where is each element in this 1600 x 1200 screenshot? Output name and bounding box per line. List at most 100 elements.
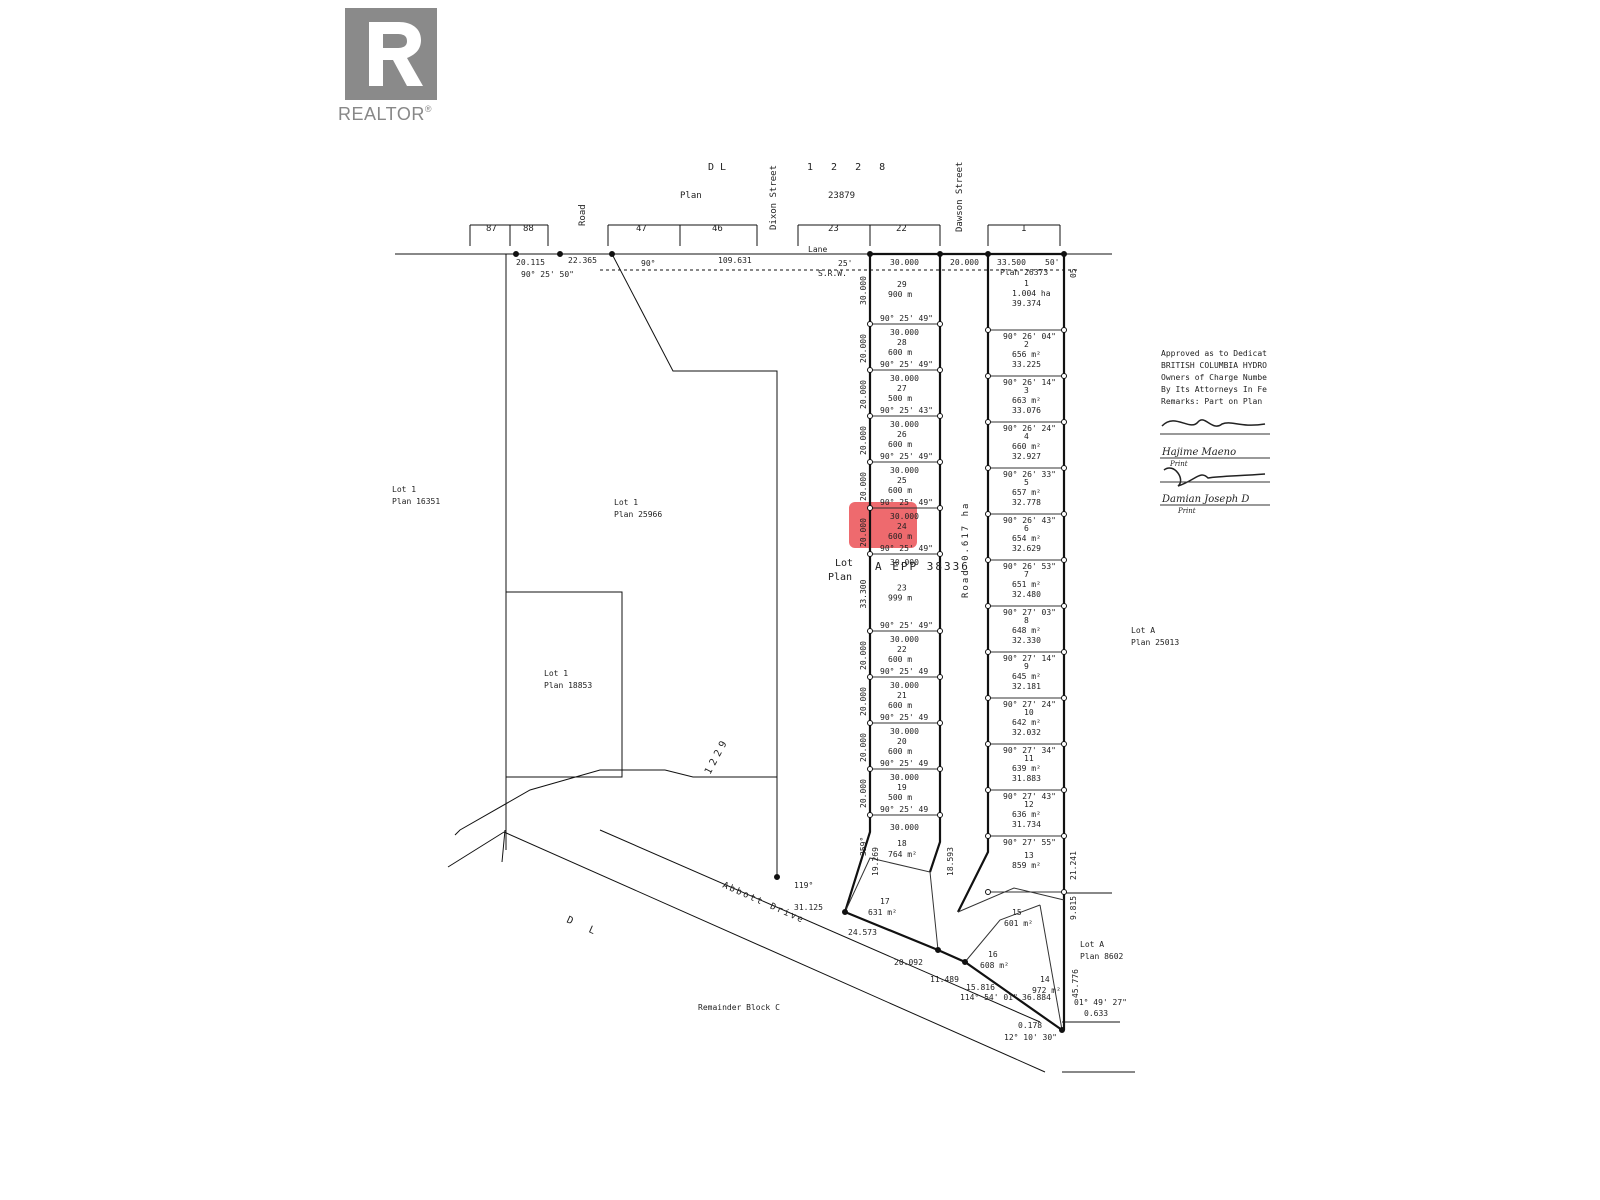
survey-node [867,674,873,680]
approval-line-5: Remarks: Part on Plan [1161,397,1262,406]
survey-node [937,251,943,257]
lot-3-number: 3 [1024,386,1029,395]
lot-29-number: 29 [897,280,907,289]
lot-18-number: 18 [897,839,907,848]
lot-28-side: 20.000 [859,334,868,363]
dl-bottom: D L [565,915,602,940]
lot-26-number: 26 [897,430,907,439]
lot-11-number: 11 [1024,754,1034,763]
dim-0633: 0.633 [1084,1009,1108,1018]
dim-109631: 109.631 [718,256,752,265]
dim-31125: 31.125 [794,903,823,912]
lot-12-depth: 31.734 [1012,820,1041,829]
lot-1-depth: 39.374 [1012,299,1041,308]
lot-a-8602-b: Plan 8602 [1080,952,1124,961]
lot-18-area: 764 m² [888,850,917,859]
survey-node [937,551,943,557]
lot-6-number: 6 [1024,524,1029,533]
lot-12-number: 12 [1024,800,1034,809]
lot-2-number: 2 [1024,340,1029,349]
signature-1-icon [1161,419,1266,427]
lot-3-area: 663 m² [1012,396,1041,405]
lot-19-area: 500 m [888,793,912,802]
lot-9-depth: 32.181 [1012,682,1041,691]
survey-node [937,766,943,772]
survey-node [1061,833,1067,839]
survey-node [867,505,873,511]
dl-1229: 1229 [703,736,732,777]
lot-8-area: 648 m² [1012,626,1041,635]
lot-27-number: 27 [897,384,907,393]
survey-node [985,889,991,895]
survey-node [867,413,873,419]
lot-9-angle: 90° 27' 24" [1003,700,1056,709]
lot-7-depth: 32.480 [1012,590,1041,599]
survey-node [1061,373,1067,379]
lot-4-angle: 90° 26' 33" [1003,470,1056,479]
lot-19-side: 20.000 [859,779,868,808]
dawson-street-label: Dawson Street [955,162,965,232]
approval-line-1: Approved as to Dedicat [1161,349,1267,358]
survey-node [1061,251,1067,257]
subdivision-boundary [843,252,1066,1031]
approval-line-4: By Its Attorneys In Fe [1161,385,1267,394]
lot-3-angle: 90° 26' 24" [1003,424,1056,433]
lot-plan-b: Plan [828,572,852,583]
lot-22-side: 20.000 [859,641,868,670]
lot-20-top: 30.000 [890,727,919,736]
survey-node [1061,741,1067,747]
realtor-logo-text: REALTOR® [338,104,432,124]
remainder-block-c: Remainder Block C [698,1003,780,1012]
highlighted-lot-24 [849,502,917,548]
lot-7-number: 7 [1024,570,1029,579]
plan-number: 23879 [828,191,855,201]
survey-node [1061,465,1067,471]
lot1-16351-a: Lot 1 [392,485,416,494]
lot-8-depth: 32.330 [1012,636,1041,645]
survey-node [985,557,991,563]
lot-a-8602-a: Lot A [1080,940,1104,949]
lot-29-side: 30.000 [859,276,868,305]
lot-17-line [844,857,939,951]
lot-23-side: 33.300 [859,579,868,608]
lot-12-angle: 90° 27' 55" [1003,838,1056,847]
lot-15-number: 15 [1012,908,1022,917]
lot-15-line [957,887,1065,913]
dim-20115: 20.115 [516,258,545,267]
lot-2-angle: 90° 26' 14" [1003,378,1056,387]
plan-label: Plan [680,191,702,201]
lot1-18853-a: Lot 1 [544,669,568,678]
lot-5-number: 5 [1024,478,1029,487]
survey-node [937,628,943,634]
dim-114: 114° 54' 01" [960,993,1018,1002]
lot-26-angle: 90° 25' 49" [880,452,933,461]
approval-line-2: BRITISH COLUMBIA HYDRO [1161,361,1267,370]
lot-14-area: 972 m² [1032,986,1061,995]
lot-8-number: 8 [1024,616,1029,625]
lot-25-number: 25 [897,476,907,485]
survey-node [937,812,943,818]
lot-5-angle: 90° 26' 43" [1003,516,1056,525]
dim-9815: 9.815 [1069,896,1078,920]
lot-22-top: 22 [896,224,907,234]
lot-3-depth: 33.076 [1012,406,1041,415]
survey-node [937,720,943,726]
lot-22-top: 30.000 [890,635,919,644]
lot-24-area: 600 m [888,532,912,541]
lot-21-angle: 90° 25' 49 [880,713,928,722]
lot-13-area: 859 m² [1012,861,1041,870]
dim-19269: 19.269 [871,847,880,876]
lot-26-side: 20.000 [859,426,868,455]
survey-node [1061,649,1067,655]
lot-8-angle: 90° 27' 14" [1003,654,1056,663]
signature-2-name: Damian Joseph D [1161,494,1249,505]
lot-10-angle: 90° 27' 34" [1003,746,1056,755]
survey-node [985,327,991,333]
lot-46: 46 [712,224,723,234]
lot-21-area: 600 m [888,701,912,710]
lot-10-depth: 32.032 [1012,728,1041,737]
angle-90: 90° [641,259,655,268]
